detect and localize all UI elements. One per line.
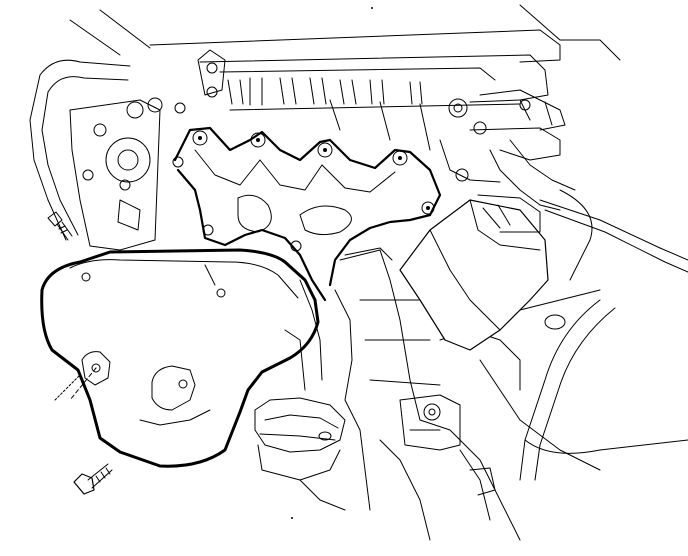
engine-block — [29, 4, 688, 541]
lower-bolt — [73, 463, 113, 495]
catalytic-converter — [254, 279, 353, 481]
exhaust-manifold — [172, 126, 442, 302]
air-duct — [399, 194, 549, 351]
upper-bolt — [47, 211, 73, 241]
heat-insulator — [40, 248, 320, 468]
